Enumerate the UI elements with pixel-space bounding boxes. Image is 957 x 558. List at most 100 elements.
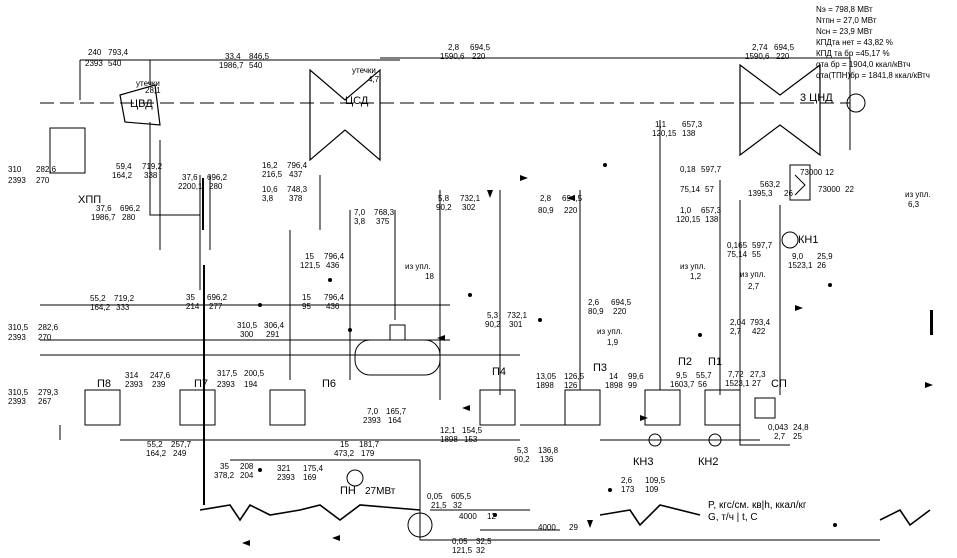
param: 9,5: [676, 371, 688, 380]
summary-line: Nтпн = 27,0 МВт: [816, 16, 877, 25]
param: 99: [628, 381, 637, 390]
kn2-label: КН2: [698, 456, 719, 468]
out-label: из упл.: [740, 270, 766, 279]
param: 35: [186, 293, 195, 302]
feed-pump-label: ПН: [340, 485, 356, 497]
param: 257,7: [171, 440, 192, 449]
summary-legend: Nэ = 798,8 МВт Nтпн = 27,0 МВт Nсн = 23,…: [816, 4, 930, 81]
param: 540: [249, 61, 263, 70]
param: 1395,3: [748, 189, 773, 198]
param: 220: [564, 206, 578, 215]
param: 696,2: [207, 173, 228, 182]
param: 73000: [800, 168, 823, 177]
param: 14: [609, 372, 618, 381]
param: 15: [340, 440, 349, 449]
param: 1,0: [680, 206, 692, 215]
param: 1,9: [607, 338, 619, 347]
heater-p6-label: П6: [322, 378, 337, 390]
param: 165,7: [386, 407, 407, 416]
param: 2393: [277, 473, 295, 482]
param: 282,6: [38, 323, 59, 332]
param: 0,05: [452, 537, 468, 546]
param: 126: [564, 381, 578, 390]
param: 0,05: [427, 492, 443, 501]
param: 16,2: [262, 161, 278, 170]
param: 0,043: [768, 423, 789, 432]
param: 7,0: [354, 208, 366, 217]
param: 2,6: [621, 476, 633, 485]
param: 846,5: [249, 52, 270, 61]
param: 25,9: [817, 252, 833, 261]
param: 2393: [85, 59, 103, 68]
param: 181,7: [359, 440, 380, 449]
summary-line: КПД та бр =45,17 %: [816, 49, 890, 58]
param: 164,2: [146, 449, 167, 458]
param: 2393: [125, 380, 143, 389]
param: 136,8: [538, 446, 559, 455]
param: 138: [682, 129, 696, 138]
param: 55,2: [90, 294, 106, 303]
param: 267: [38, 397, 52, 406]
summary-line: Nсн = 23,9 МВт: [816, 27, 873, 36]
hp-cylinder-label: ЦВД: [130, 98, 153, 110]
lp-cylinder: [739, 63, 821, 157]
param: 200,5: [244, 369, 265, 378]
param: 56: [698, 380, 707, 389]
param: 9,0: [792, 252, 804, 261]
param: 194: [244, 380, 258, 389]
param: 12: [825, 168, 834, 177]
param: 694,5: [470, 43, 491, 52]
param: 1898: [605, 381, 623, 390]
kn3-label: КН3: [633, 456, 654, 468]
param: 28,1: [145, 86, 161, 95]
lp-cylinder-label: 3 ЦНД: [800, 92, 833, 104]
param: 2,8: [448, 43, 460, 52]
deaerator: [354, 339, 441, 376]
param: 18: [425, 272, 434, 281]
summary-line: qта бр = 1904,0 ккал/кВтч: [816, 60, 911, 69]
thick-drain-line: [199, 503, 421, 522]
param: 109: [645, 485, 659, 494]
param: 796,4: [287, 161, 308, 170]
param: 436: [326, 261, 340, 270]
param: 55,2: [147, 440, 163, 449]
param: 169: [303, 473, 317, 482]
param: 32: [453, 501, 462, 510]
param: 10,6: [262, 185, 278, 194]
param: 310,5: [237, 321, 258, 330]
param: 768,3: [374, 208, 395, 217]
param: 2,6: [588, 298, 600, 307]
param: 80,9: [538, 206, 554, 215]
param: 220: [472, 52, 486, 61]
param: 5,8: [438, 194, 450, 203]
param: 99,6: [628, 372, 644, 381]
param: 120,15: [652, 129, 677, 138]
param: 7,0: [367, 407, 379, 416]
heater-p8: [84, 389, 121, 426]
param: 15: [305, 252, 314, 261]
param: 473,2: [334, 449, 355, 458]
param: 270: [38, 333, 52, 342]
pump-kn1: [781, 231, 799, 249]
param: 204: [240, 471, 254, 480]
param: 282,6: [36, 165, 57, 174]
out-label: из упл.: [405, 262, 431, 271]
param: 793,4: [750, 318, 771, 327]
param: 436: [326, 302, 340, 311]
param: 57: [705, 185, 714, 194]
heater-p4-label: П4: [492, 366, 507, 378]
param: 2,74: [752, 43, 768, 52]
param: 126,5: [564, 372, 585, 381]
param: 21,5: [431, 501, 447, 510]
param: 732,1: [507, 311, 528, 320]
param: 220: [776, 52, 790, 61]
param: 15: [302, 293, 311, 302]
param: 2200,1: [178, 182, 203, 191]
out-label: из упл.: [905, 190, 931, 199]
param: 33,4: [225, 52, 241, 61]
param: 321: [277, 464, 291, 473]
param: 300: [240, 330, 254, 339]
param: 317,5: [217, 369, 238, 378]
param: 12,1: [440, 426, 456, 435]
reheat-line: [149, 122, 200, 250]
